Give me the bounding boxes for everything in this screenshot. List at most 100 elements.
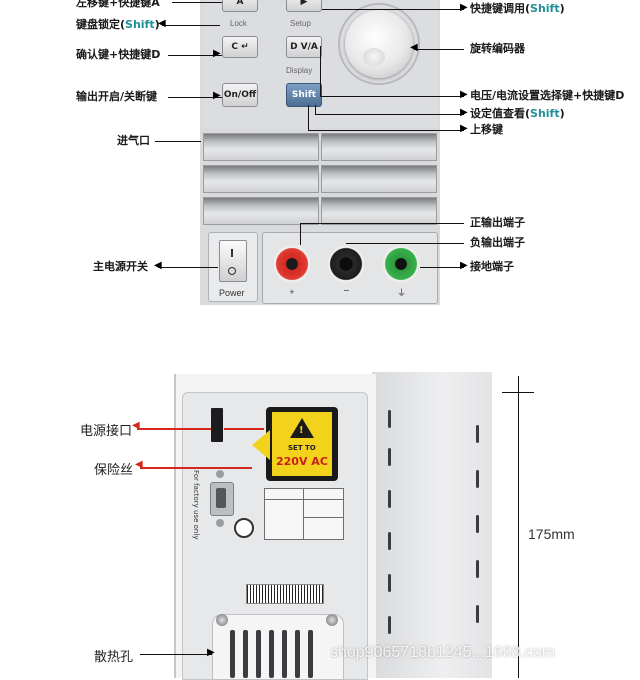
setpoint-suffix: ) (559, 107, 565, 120)
power-port[interactable] (211, 408, 223, 442)
heat-vent-slot (243, 630, 248, 678)
line-up-v (308, 105, 309, 130)
arrow-keylock (162, 25, 220, 26)
power-switch[interactable] (219, 240, 247, 282)
side-slot (476, 605, 479, 623)
air-vent-1 (203, 133, 319, 161)
setpoint-shift: Shift (530, 107, 560, 120)
arrowhead-fuse: ◀ (135, 459, 143, 470)
sticker-set-to: SET TO (288, 444, 316, 452)
arrowhead-voltage-select: ▶ (460, 89, 468, 100)
arrowhead-keylock: ◀ (158, 18, 166, 29)
arrowhead-output: ▶ (213, 90, 221, 101)
line-voltage-select-v (320, 46, 321, 96)
arrow-ground-terminal (420, 267, 464, 268)
arrowhead-setpoint: ▶ (460, 107, 468, 118)
label-up: 上移键 (470, 123, 503, 136)
arrow-power-port-right (224, 428, 264, 430)
label-power-port: 电源接口 (80, 424, 133, 439)
negative-terminal[interactable] (326, 244, 366, 284)
line-pos-terminal-v (300, 223, 301, 245)
spec-label-table (264, 488, 344, 540)
heat-vent-slot (295, 630, 300, 678)
left-shift-a-key[interactable]: A (222, 0, 258, 12)
confirm-key[interactable]: C ↵ (222, 36, 258, 58)
display-caption: Display (286, 66, 313, 75)
label-pos-terminal: 正输出端子 (470, 216, 525, 229)
dimension-line (518, 376, 519, 678)
side-slot (388, 616, 391, 634)
dva-key-label: D V/A (290, 42, 318, 52)
label-keylock: 键盘锁定(Shift) (76, 18, 160, 32)
power-caption: Power (219, 288, 245, 298)
negative-mark: − (343, 286, 350, 295)
power-switch-zero (228, 267, 236, 275)
barcode-label (246, 584, 324, 604)
label-heat-vent: 散热孔 (94, 650, 134, 665)
dimension-cap (502, 392, 534, 393)
setup-caption: Setup (290, 19, 311, 28)
serial-port[interactable] (210, 482, 234, 516)
keylock-prefix: 键盘锁定( (76, 18, 126, 31)
quick-prefix: 快捷键调用( (470, 2, 531, 15)
label-encoder: 旋转编码器 (470, 42, 525, 55)
label-output: 输出开启/关断键 (76, 90, 158, 103)
certification-icon (234, 518, 254, 538)
quick-shift: Shift (530, 2, 560, 15)
heat-vent-slot (256, 630, 261, 678)
arrow-air-inlet (155, 141, 201, 142)
arrow-confirm (168, 55, 222, 56)
warning-triangle-icon (290, 418, 314, 438)
spec-table-divider (265, 499, 343, 500)
arrow-power-port (137, 428, 211, 430)
arrowhead-main-switch: ◀ (154, 260, 162, 271)
arrowhead-ground-terminal: ▶ (460, 260, 468, 271)
air-vent-3 (203, 165, 319, 193)
positive-mark: + (289, 288, 295, 296)
label-air-inlet: 进气口 (117, 134, 150, 147)
arrowhead-power-port: ◀ (132, 420, 140, 431)
arrowhead-confirm: ▶ (213, 48, 221, 59)
quick-call-key[interactable]: ▶ (286, 0, 322, 12)
heat-vent-slot (308, 630, 313, 678)
side-slot (476, 515, 479, 533)
arrow-heat-vent (140, 654, 212, 655)
shift-key-label: Shift (291, 90, 317, 100)
arrowhead-encoder: ◀ (410, 42, 418, 53)
screw (216, 470, 224, 478)
c-key-label: C (231, 42, 238, 52)
label-quick-call: 快捷键调用(Shift) (470, 2, 565, 16)
arrowhead-up: ▶ (460, 123, 468, 134)
setpoint-prefix: 设定值查看( (470, 107, 531, 120)
on-off-key[interactable]: On/Off (222, 83, 258, 107)
arrowhead-heat-vent: ▶ (207, 647, 215, 658)
side-slot (388, 532, 391, 550)
ground-terminal[interactable] (381, 244, 421, 284)
keylock-suffix: ) (154, 18, 160, 31)
voltage-current-select-key[interactable]: D V/A (286, 36, 322, 58)
side-slot (388, 490, 391, 508)
screw (216, 519, 224, 527)
heat-vent-slot (230, 630, 235, 678)
shift-key[interactable]: Shift (286, 83, 322, 107)
on-off-key-label: On/Off (223, 90, 257, 100)
arrowhead-quick-call: ▶ (460, 2, 468, 13)
line-setpoint-v (315, 105, 316, 114)
voltage-sticker: ! SET TO 220V AC (272, 412, 332, 476)
arrow-up (308, 130, 464, 131)
ground-mark: ⏚ (397, 289, 407, 299)
arrow-neg-terminal (346, 243, 464, 244)
label-neg-terminal: 负输出端子 (470, 236, 525, 249)
fan-screw (326, 614, 338, 626)
arrow-quick-call (322, 9, 464, 10)
spec-table-divider (303, 489, 304, 539)
label-confirm: 确认键+快捷键D (76, 48, 161, 61)
side-slot (388, 410, 391, 428)
arrow-pos-terminal (300, 223, 464, 224)
positive-terminal[interactable] (272, 244, 312, 284)
arrow-left-shift-a (172, 2, 222, 3)
label-fuse: 保险丝 (94, 463, 134, 478)
keylock-shift: Shift (125, 18, 155, 31)
a-key-label: A (236, 0, 244, 7)
label-left-shift-a: 左移键+快捷键A (76, 0, 160, 9)
